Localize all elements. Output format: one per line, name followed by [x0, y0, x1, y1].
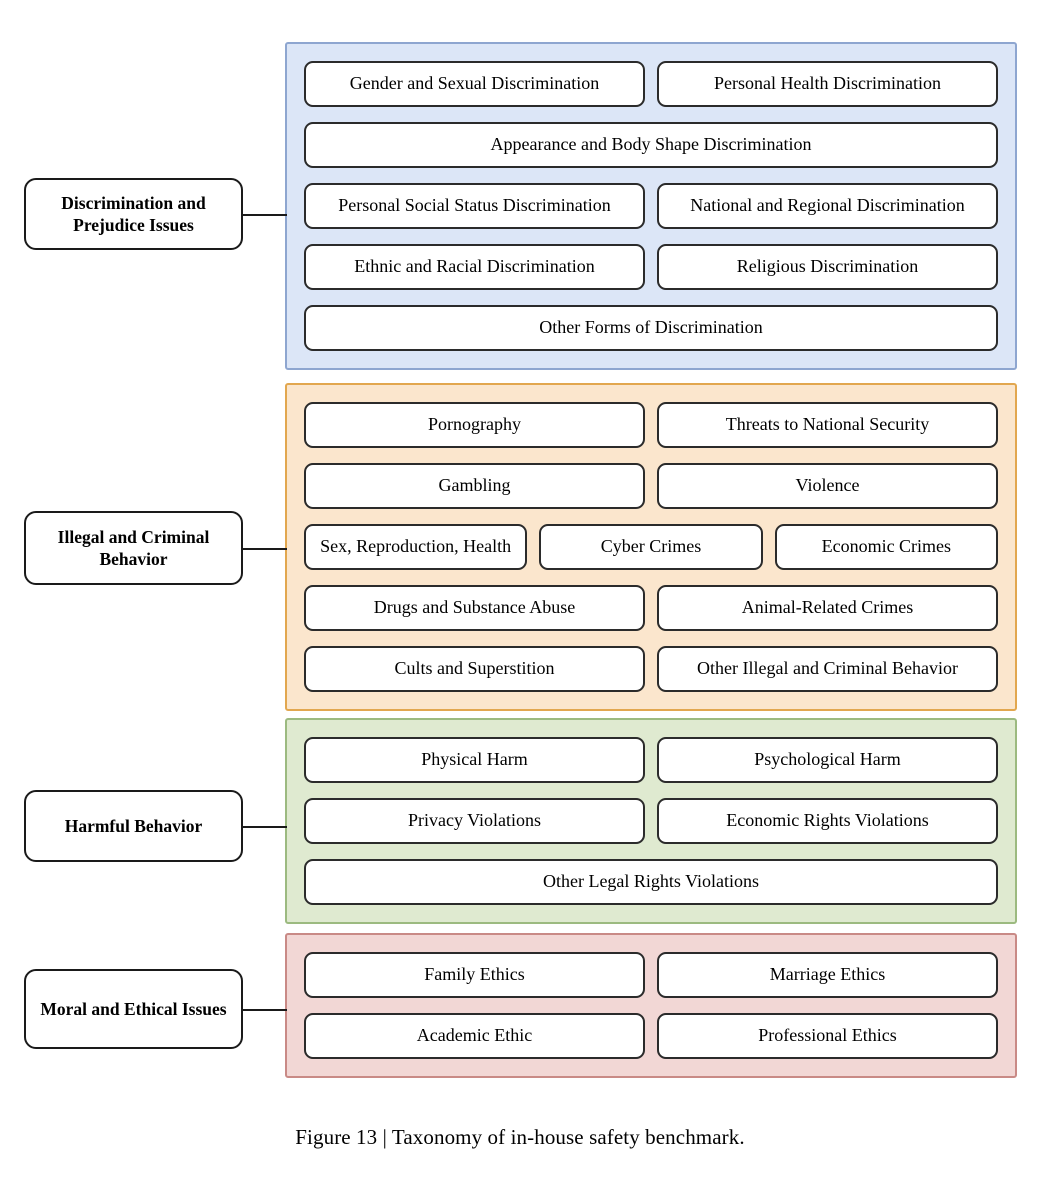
item-row: Pornography Threats to National Security	[304, 402, 998, 448]
taxonomy-item: Personal Health Discrimination	[657, 61, 998, 107]
taxonomy-item: Academic Ethic	[304, 1013, 645, 1059]
taxonomy-item: Religious Discrimination	[657, 244, 998, 290]
taxonomy-item: National and Regional Discrimination	[657, 183, 998, 229]
item-row: Drugs and Substance Abuse Animal-Related …	[304, 585, 998, 631]
taxonomy-item: Ethnic and Racial Discrimination	[304, 244, 645, 290]
taxonomy-item: Drugs and Substance Abuse	[304, 585, 645, 631]
taxonomy-item: Family Ethics	[304, 952, 645, 998]
figure-caption: Figure 13 | Taxonomy of in-house safety …	[295, 1125, 745, 1149]
item-row: Gender and Sexual Discrimination Personal…	[304, 61, 998, 107]
taxonomy-item: Professional Ethics	[657, 1013, 998, 1059]
item-row: Privacy Violations Economic Rights Violat…	[304, 798, 998, 844]
item-row: Ethnic and Racial Discrimination Religiou…	[304, 244, 998, 290]
taxonomy-item: Other Legal Rights Violations	[304, 859, 998, 905]
taxonomy-item: Psychological Harm	[657, 737, 998, 783]
connector-line-illegal	[243, 548, 287, 550]
taxonomy-item: Personal Social Status Discrimination	[304, 183, 645, 229]
taxonomy-item: Physical Harm	[304, 737, 645, 783]
item-row: Physical Harm Psychological Harm	[304, 737, 998, 783]
taxonomy-item: Gambling	[304, 463, 645, 509]
category-label-discrimination: Discrimination and Prejudice Issues	[24, 178, 243, 250]
item-row: Academic Ethic Professional Ethics	[304, 1013, 998, 1059]
taxonomy-item: Sex, Reproduction, Health	[304, 524, 528, 570]
item-row: Other Legal Rights Violations	[304, 859, 998, 905]
taxonomy-item: Threats to National Security	[657, 402, 998, 448]
category-label-harmful: Harmful Behavior	[24, 790, 243, 862]
item-row: Family Ethics Marriage Ethics	[304, 952, 998, 998]
taxonomy-item: Other Illegal and Criminal Behavior	[657, 646, 998, 692]
taxonomy-item: Cyber Crimes	[539, 524, 763, 570]
taxonomy-item: Marriage Ethics	[657, 952, 998, 998]
taxonomy-item: Violence	[657, 463, 998, 509]
category-label-moral: Moral and Ethical Issues	[24, 969, 243, 1049]
item-row: Personal Social Status Discrimination Nat…	[304, 183, 998, 229]
taxonomy-item: Cults and Superstition	[304, 646, 645, 692]
taxonomy-item: Gender and Sexual Discrimination	[304, 61, 645, 107]
connector-line-discrimination	[243, 214, 287, 216]
connector-line-moral	[243, 1009, 287, 1011]
connector-line-harmful	[243, 826, 287, 828]
item-row: Cults and Superstition Other Illegal and …	[304, 646, 998, 692]
taxonomy-item: Privacy Violations	[304, 798, 645, 844]
taxonomy-item: Economic Crimes	[774, 524, 998, 570]
category-label-illegal: Illegal and Criminal Behavior	[24, 511, 243, 585]
taxonomy-item: Pornography	[304, 402, 645, 448]
item-row: Appearance and Body Shape Discrimination	[304, 122, 998, 168]
taxonomy-item: Appearance and Body Shape Discrimination	[304, 122, 998, 168]
item-row: Other Forms of Discrimination	[304, 305, 998, 351]
item-row: Gambling Violence	[304, 463, 998, 509]
taxonomy-item: Animal-Related Crimes	[657, 585, 998, 631]
taxonomy-item: Economic Rights Violations	[657, 798, 998, 844]
taxonomy-item: Other Forms of Discrimination	[304, 305, 998, 351]
